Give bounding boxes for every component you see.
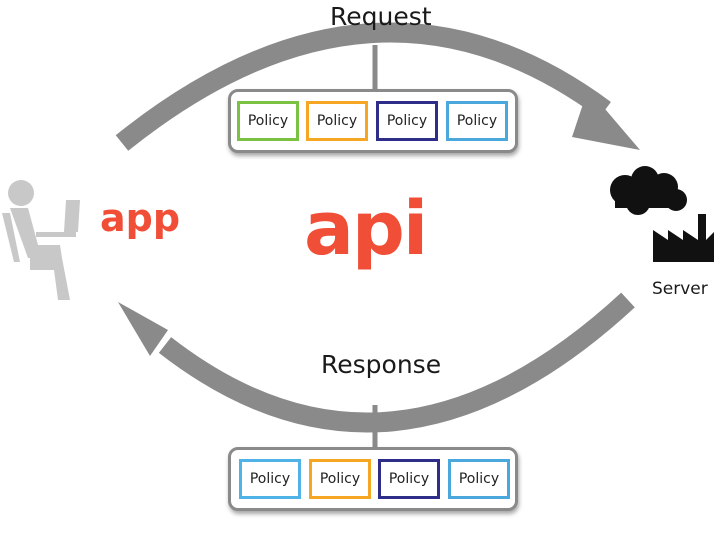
- api-logo: api: [304, 186, 428, 272]
- response-policy-1: Policy: [239, 459, 301, 499]
- request-policy-2: Policy: [306, 101, 368, 141]
- request-policy-1: Policy: [237, 101, 299, 141]
- request-label: Request: [330, 2, 432, 31]
- app-label: app: [100, 196, 181, 240]
- response-policy-2: Policy: [309, 459, 371, 499]
- request-arrowhead: [572, 89, 640, 150]
- server-icon: [610, 166, 714, 262]
- user-at-laptop-icon: [2, 180, 80, 300]
- response-label: Response: [321, 350, 442, 379]
- response-policy-3: Policy: [378, 459, 440, 499]
- server-label: Server: [652, 279, 708, 299]
- response-policy-4: Policy: [448, 459, 510, 499]
- response-arrow: [158, 292, 635, 433]
- response-policy-bar: Policy Policy Policy Policy: [228, 447, 518, 511]
- response-arrowhead: [118, 302, 168, 356]
- request-policy-bar: Policy Policy Policy Policy: [228, 89, 518, 153]
- request-arrow: [115, 22, 611, 151]
- request-policy-3: Policy: [376, 101, 438, 141]
- request-policy-4: Policy: [446, 101, 508, 141]
